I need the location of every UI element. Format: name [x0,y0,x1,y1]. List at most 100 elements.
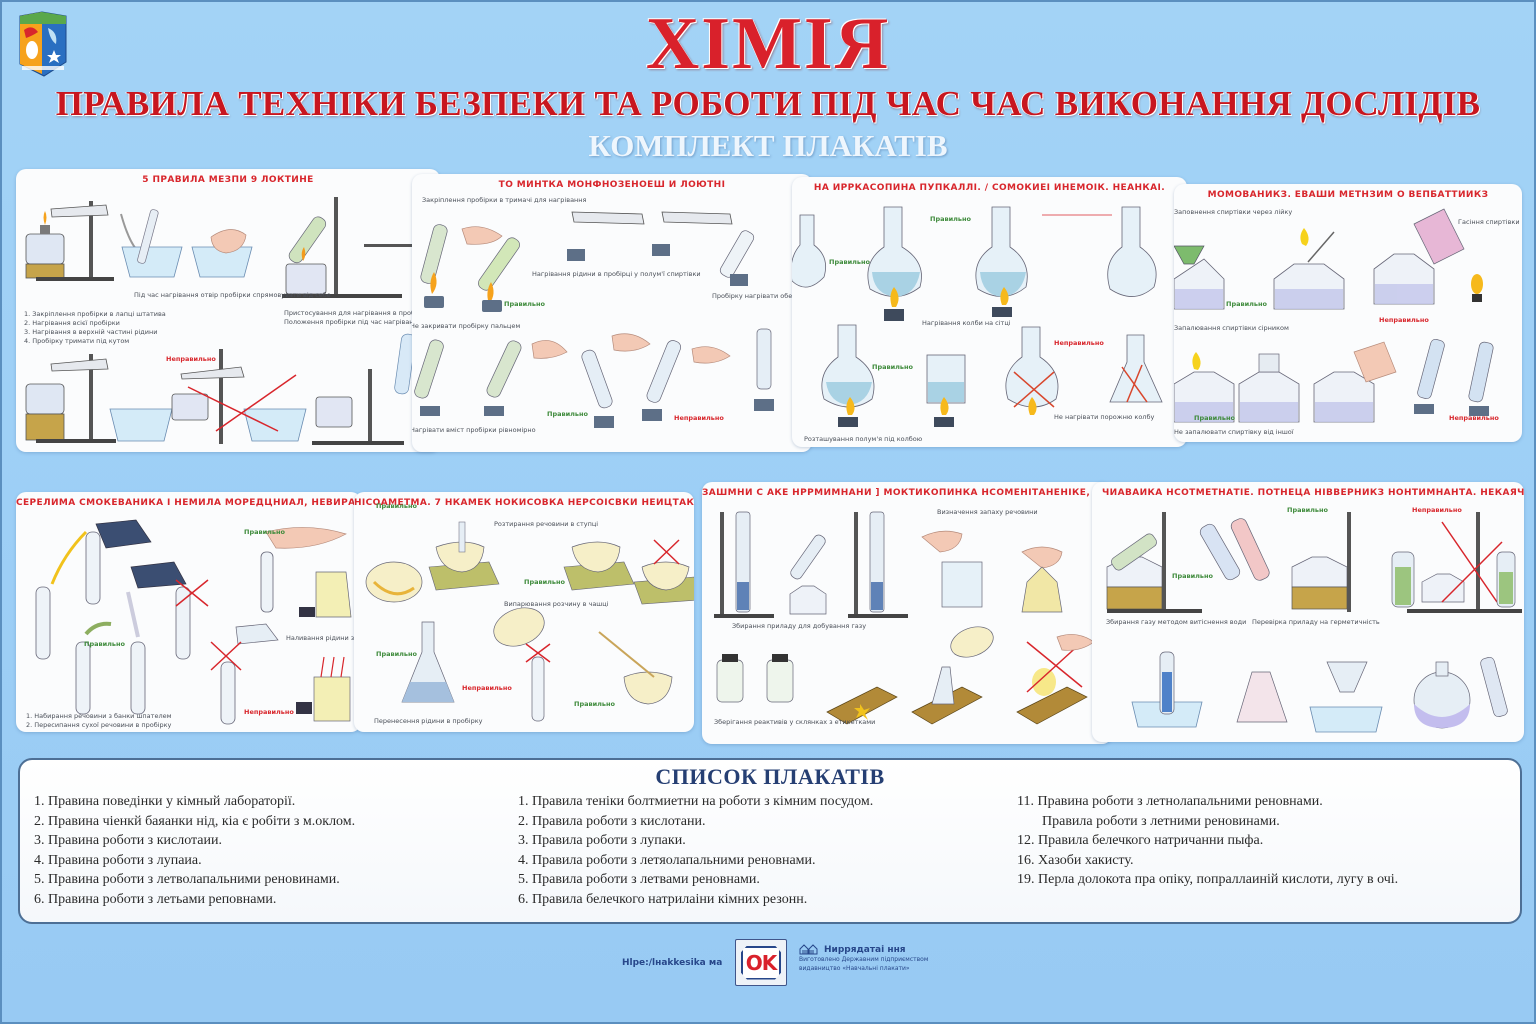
poster-list-item[interactable]: 16. Хазоби хакисту. [1017,852,1134,868]
panel-title: ТО МИНТКА МОНФНОЗЕНОЕШ И ЛОЮТНІ [498,180,726,190]
poster-panel-6[interactable]: НІСОАМЕТМА. 7 НКАМЕК НОКИСОВКА НЕРСОІСВК… [354,492,694,732]
panel-caption: Під час нагрівання отвір пробірки спрямо… [134,291,331,299]
panel-label-wrong: Неправильно [462,684,512,692]
poster-list-column-2: 1. Правила теніки болтмиетни на роботи з… [518,792,873,910]
spirit-lamp-illustration [1174,208,1494,423]
poster-panel-1[interactable]: 5 ПРАВИЛА МЕЗПИ 9 ЛОКТИНЕ [16,169,440,452]
page-title: ХІМІЯ [645,3,891,85]
poster-list-box: СПИСОК ПЛАКАТІВ 1. Правина поведінки у к… [18,758,1522,924]
panel-caption: Закріплення пробірки в тримачі для нагрі… [422,196,587,204]
panel-step: 4. Пробірку тримати під кутом [24,337,130,345]
panel-title: НА ИРРКАСОПИНА ПУПКАЛЛІ. / СОМОКИЕІ ИНЕМ… [813,183,1166,193]
test-tube-heating-illustration [25,197,428,445]
poster-set-label: КОМПЛЕКТ ПЛАКАТІВ [588,128,948,163]
panel-caption: Збирання приладу для добування газу [732,622,867,630]
poster-list-title: СПИСОК ПЛАКАТІВ [655,764,885,789]
reagent-handling-illustration [35,519,352,725]
poster-panel-2[interactable]: ТО МИНТКА МОНФНОЗЕНОЕШ И ЛОЮТНІ Закріпле… [412,174,812,452]
panel-title: МОМОВАНИКЗ. ЕВАШИ МЕТНЗИМ О ВЕПБАТТИИКЗ [1207,190,1489,200]
publisher-name: Ниррядатаі ння [824,944,906,955]
publisher-info: Ниррядатаі ння Виготовлено Державним під… [799,944,928,973]
poster-list-item[interactable]: 4. Правила роботи з летяолапальними рено… [518,852,816,868]
poster-list-item[interactable]: 2. Правина чіенкй баяанки нід, кіа є роб… [34,813,356,829]
panel-caption: Збирання газу методом витіснення води [1106,618,1247,626]
poster-list-item[interactable]: Правила роботи з летними реновинами. [1042,813,1280,829]
poster-list-column-1: 1. Правина поведінки у кімный лабораторі… [34,792,355,910]
footer-url-link[interactable]: Hlpe:/lнakkesika ма [622,958,723,968]
panel-caption: Визначення запаху речовини [937,508,1038,516]
panel-label-correct: Правильно [930,215,971,223]
panel-label-wrong: Неправильно [244,708,294,716]
panel-caption: Пристосування для нагрівання в пробірці [284,309,428,317]
poster-panel-3[interactable]: НА ИРРКАСОПИНА ПУПКАЛЛІ. / СОМОКИЕІ ИНЕМ… [792,177,1187,447]
panel-caption: Не закривати пробірку пальцем [412,322,521,330]
panel-label-correct: Правильно [84,640,125,648]
panel-label-correct: Правильно [1287,506,1328,514]
poster-list-item[interactable]: 19. Перла долокота пра опіку, попраллаин… [1017,872,1399,888]
poster-list-item[interactable]: 5. Правила роботи з летвами реновнами. [518,872,760,888]
poster-list-item[interactable]: 6. Правина роботи з летьами реповнами. [34,891,277,907]
panel-label-correct: Правильно [872,363,913,371]
panel-caption: Розташування полум'я під колбою [804,435,923,443]
panel-step: 1. Набирання речовини з банки шпателем [26,712,172,720]
test-tube-holder-illustration [414,211,774,428]
flask-heating-illustration [792,206,1163,427]
panel-caption: Розтирання речовини в ступці [494,520,599,528]
panel-caption: Положення пробірки під час нагрівання [284,318,422,326]
poster-list-column-3: 11. Правина роботи з летнолапальними рен… [1017,792,1398,890]
panel-caption: Запалювання спиртівки сірником [1174,324,1289,332]
page-subtitle: ПРАВИЛА ТЕХНІКИ БЕЗПЕКИ ТА РОБОТИ ПІД ЧА… [55,84,1481,123]
panel-label-correct: Правильно [376,650,417,658]
panel-label-correct: Правильно [1194,414,1235,422]
poster-panel-5[interactable]: СЕРЕЛИМА СМОКЕВАНИКА І НЕМИЛА МОРЕДЦНИАЛ… [16,492,361,732]
publisher-house-icon [799,944,818,955]
panel-label-wrong: Неправильно [1054,339,1104,347]
publisher-line: видавництво «Навчальні плакати» [799,965,910,972]
panel-label-correct: Правильно [524,578,565,586]
panel-step: 2. Пересипання сухої речовини в пробірку [26,721,172,729]
panel-caption: Не запалювати спиртівку від іншої [1174,428,1294,436]
gas-collection-illustration [1106,512,1522,733]
poster-list-item[interactable]: 11. Правина роботи з летнолапальними рен… [1017,794,1323,809]
panel-step: 1. Закріплення пробірки в лапці штатива [24,310,166,318]
panel-label-correct: Правильно [376,502,417,510]
panel-step: 3. Нагрівання в верхній частині рідини [24,328,158,336]
panel-label-correct: Правильно [547,410,588,418]
poster-list-item[interactable]: 6. Правила белечкого натрилаіни кімних р… [518,891,808,907]
poster-list-item[interactable]: 3. Правина роботи з кислотаии. [34,833,223,849]
mortar-evaporation-illustration [365,521,694,722]
panel-caption: Не нагрівати порожню колбу [1054,413,1155,421]
gas-apparatus-illustration [714,511,1095,725]
panel-caption: Гасіння спиртівки ковпачком [1458,218,1522,226]
panel-caption: Перевірка приладу на герметичність [1252,618,1380,626]
school-crest-icon [19,11,67,77]
panel-label-correct: Правильно [1172,572,1213,580]
panel-title: НІСОАМЕТМА. 7 НКАМЕК НОКИСОВКА НЕРСОІСВК… [354,498,694,508]
panel-caption: Випарювання розчину в чашці [504,600,609,608]
panel-title: ЧИАВАИКА НСОТМЕТНАТІЕ. ПОТНЕЦА НІВВЕРНИК… [1102,488,1524,498]
panel-label-wrong: Неправильно [166,355,216,363]
publisher-line: Виготовлено Державним підприємством [799,956,929,963]
poster-panel-4[interactable]: МОМОВАНИКЗ. ЕВАШИ МЕТНЗИМ О ВЕПБАТТИИКЗ [1174,184,1522,442]
panel-label-correct: Правильно [244,528,285,536]
panel-label-wrong: Неправильно [674,414,724,422]
poster-list-item[interactable]: 12. Правила белечкого натричанни пыфа. [1017,833,1264,849]
poster-list-item[interactable]: 1. Правила теніки болтмиетни на роботи з… [518,794,874,809]
panel-caption: Зберігання реактивів у склянках з етикет… [714,718,876,726]
poster-list-item[interactable]: 2. Правила роботи з кислотани. [518,813,706,829]
panel-title: СЕРЕЛИМА СМОКЕВАНИКА І НЕМИЛА МОРЕДЦНИАЛ… [16,498,361,508]
poster-list-item[interactable]: 1. Правина поведінки у кімный лабораторі… [34,794,296,809]
panel-title: 5 ПРАВИЛА МЕЗПИ 9 ЛОКТИНЕ [142,175,314,185]
poster-list-item[interactable]: 5. Правина роботи з летволапальними рено… [34,872,340,888]
panel-caption: Пробірку нагрівати обережно [712,292,812,300]
panel-caption: Перенесення рідини в пробірку [374,717,483,725]
ok-logo: OK [735,939,787,986]
poster-panel-8[interactable]: ЧИАВАИКА НСОТМЕТНАТІЕ. ПОТНЕЦА НІВВЕРНИК… [1092,482,1524,742]
poster-list-item[interactable]: 3. Правила роботи з лупаки. [518,833,686,849]
poster-panel-7[interactable]: ЗАШМНИ С АКЕ НРРМИМНАНИ ] МОКТИКОПИНКА Н… [702,482,1112,744]
panel-label-wrong: Неправильно [1449,414,1499,422]
poster-list-item[interactable]: 4. Правина роботи з лупаиа. [34,852,202,868]
panel-caption: Нагрівати вміст пробірки рівномірно [412,426,536,434]
panel-label-correct: Правильно [504,300,545,308]
panel-title: ЗАШМНИ С АКЕ НРРМИМНАНИ ] МОКТИКОПИНКА Н… [702,488,1112,498]
